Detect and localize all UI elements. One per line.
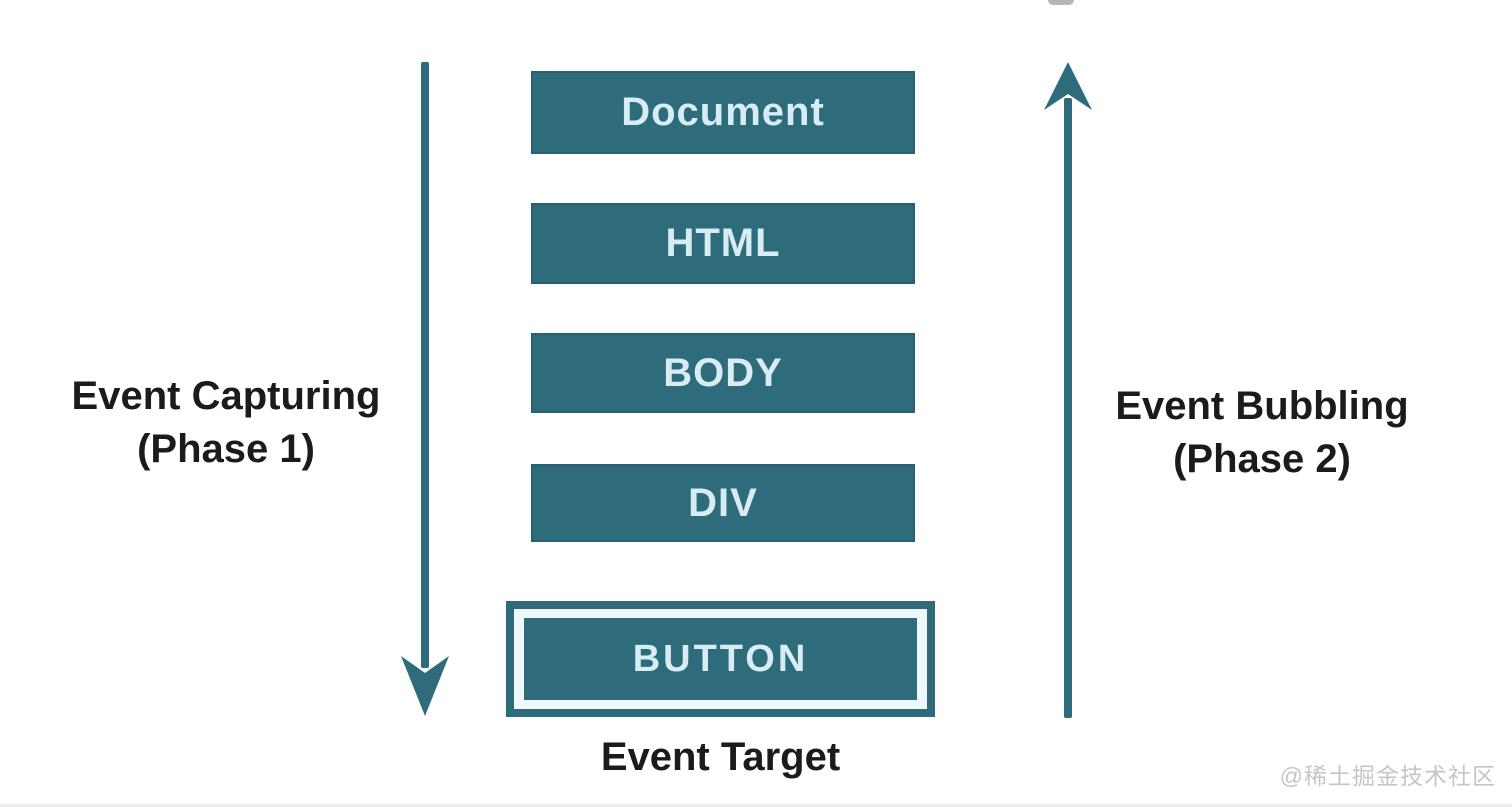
event-capturing-label-line1: Event Capturing xyxy=(71,374,381,418)
event-capturing-label: Event Capturing (Phase 1) xyxy=(16,370,436,476)
event-capturing-label-line2: (Phase 1) xyxy=(137,426,315,471)
node-box-button-frame: BUTTON xyxy=(506,601,935,717)
event-bubbling-label-line1: Event Bubbling xyxy=(1115,384,1409,428)
event-bubbling-label-line2: (Phase 2) xyxy=(1173,436,1351,481)
node-box-button: BUTTON xyxy=(524,618,917,700)
node-box-html: HTML xyxy=(531,203,915,284)
node-box-div: DIV xyxy=(531,464,915,542)
node-box-document: Document xyxy=(531,71,915,154)
node-box-body: BODY xyxy=(531,333,915,413)
event-bubbling-label: Event Bubbling (Phase 2) xyxy=(1052,380,1472,486)
watermark-text: @稀土掘金技术社区 xyxy=(1279,763,1496,789)
event-target-caption: Event Target xyxy=(600,735,841,779)
cropped-edge-artifact xyxy=(1048,0,1074,5)
